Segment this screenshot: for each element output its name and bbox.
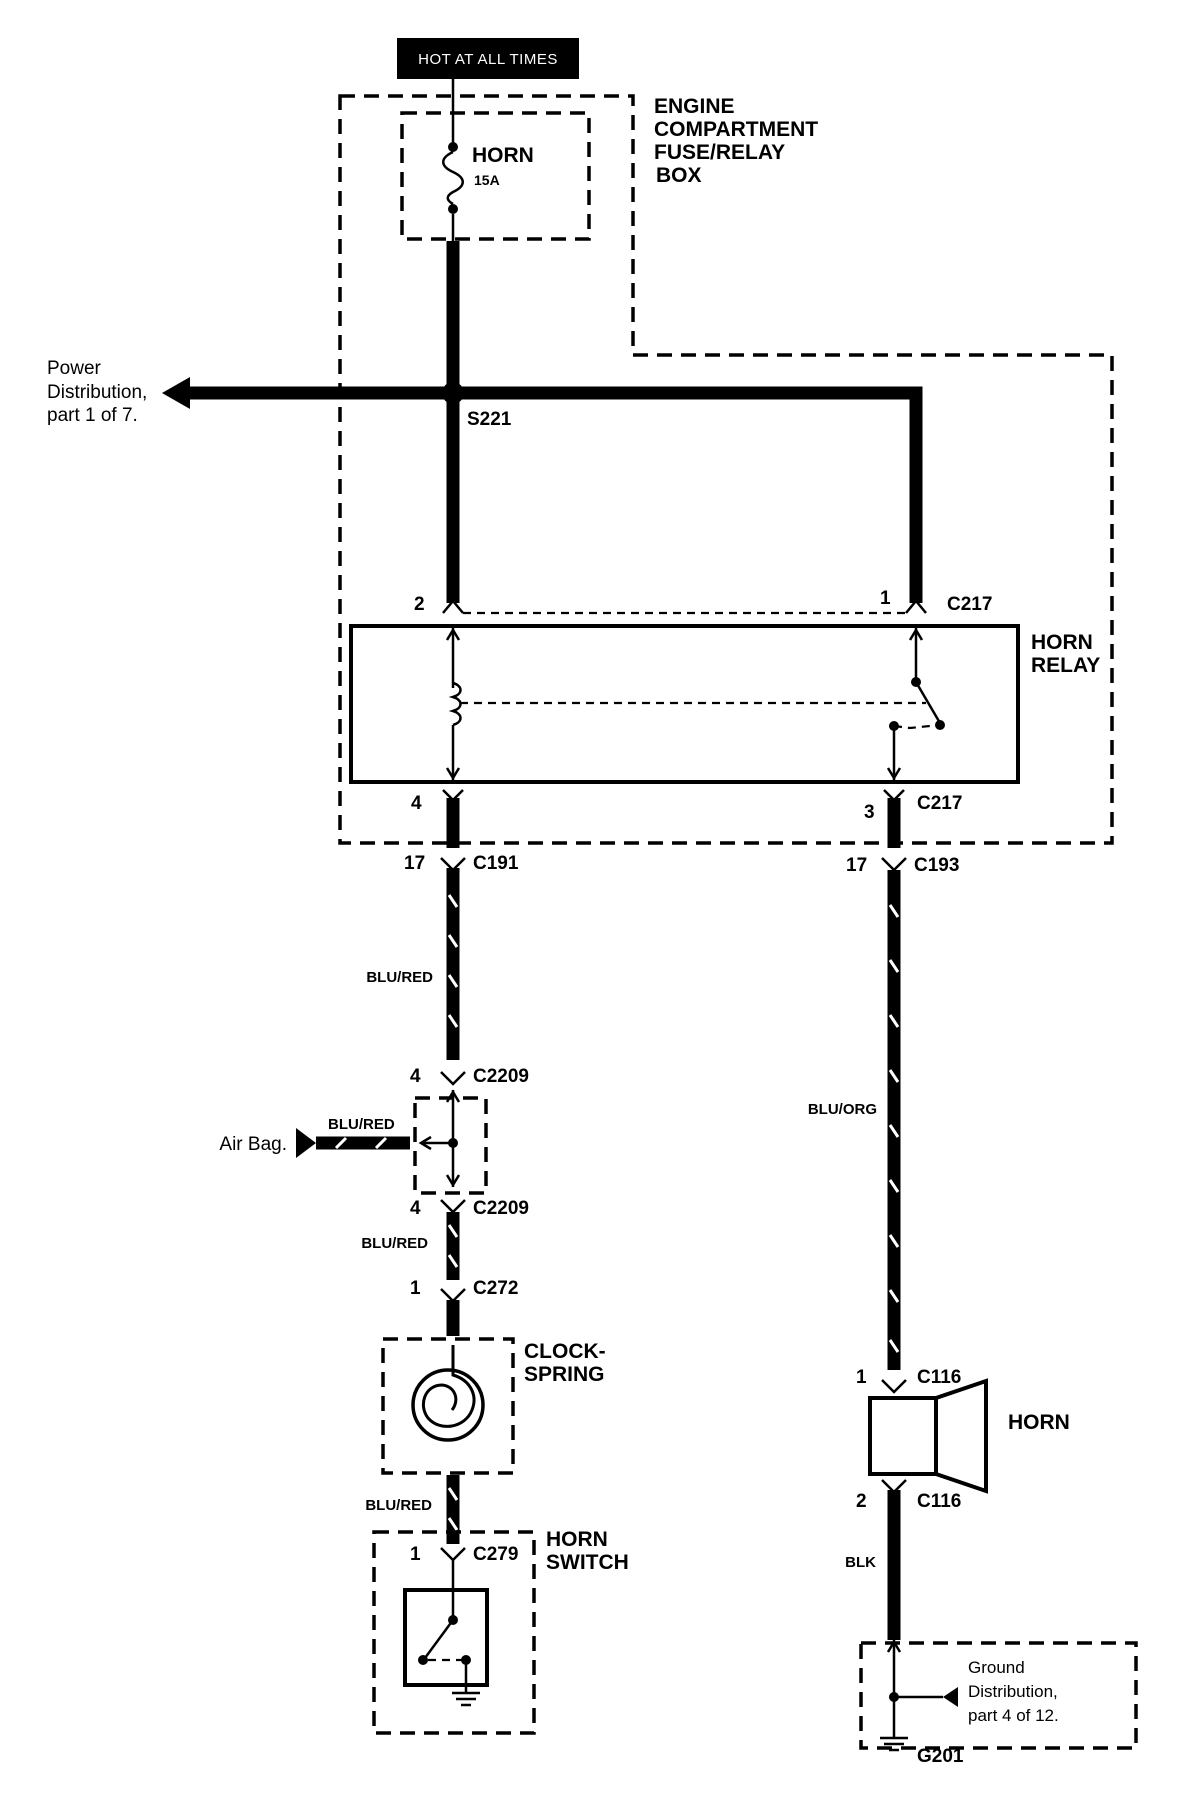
c2209-bottom-pin-label: 4 [410, 1198, 421, 1219]
blu-red-wire-3-label: BLU/RED [365, 1497, 432, 1514]
relay-pin2-label: 2 [414, 594, 425, 615]
c272-pin-label: 1 [410, 1278, 421, 1299]
horn-switch-body [403, 1588, 489, 1687]
horn-switch-ground-icon [452, 1691, 480, 1707]
horn-fuse-name: HORN [472, 144, 534, 167]
c116-top-label: C116 [917, 1367, 961, 1388]
horn-relay-title-line1: HORN [1031, 631, 1093, 654]
c272-label: C272 [473, 1278, 518, 1299]
power-distribution-line3: part 1 of 7. [47, 405, 138, 426]
blu-red-wire-1-label: BLU/RED [366, 969, 433, 986]
clockspring-label-line2: SPRING [524, 1363, 605, 1386]
power-distribution-line2: Distribution, [47, 382, 147, 403]
c116-top-connector [881, 1379, 907, 1394]
blu-red-wire-1-stripes [447, 894, 459, 1028]
fuse-terminal-bottom [448, 204, 458, 214]
horn-switch-contact [423, 1619, 455, 1659]
airbag-arrow [296, 1128, 316, 1158]
hot-at-all-times-box [397, 38, 579, 79]
c116-top-pin-label: 1 [856, 1367, 867, 1388]
c217-bottom-label: C217 [917, 793, 962, 814]
c2209-bottom-connector [440, 1199, 466, 1214]
ground-distribution-line2: Distribution, [968, 1682, 1058, 1701]
airbag-wire-color-label: BLU/RED [328, 1116, 395, 1133]
blk-wire-label: BLK [845, 1554, 876, 1571]
power-distribution-arrow [162, 377, 190, 409]
c193-label: C193 [914, 855, 959, 876]
c279-connector [440, 1547, 466, 1562]
c272-connector [440, 1288, 466, 1303]
c2209-top-pin-label: 4 [410, 1066, 421, 1087]
power-distribution-line1: Power [47, 358, 102, 379]
airbag-label: Air Bag. [219, 1134, 287, 1155]
horn-fuse-symbol [442, 150, 464, 206]
ground-distribution-line3: part 4 of 12. [968, 1706, 1059, 1725]
c217-top-label: C217 [947, 594, 992, 615]
horn-fuse-rating: 15A [474, 172, 500, 188]
c116-bottom-pin-label: 2 [856, 1491, 867, 1512]
c279-pin-label: 1 [410, 1544, 421, 1565]
splice-s221-label: S221 [467, 409, 512, 430]
c193-pin-label: 17 [846, 855, 867, 876]
horn-label: HORN [1008, 1411, 1070, 1434]
fuse-relay-box-outline [338, 94, 1114, 845]
fuse-box-title-line4: BOX [656, 164, 702, 187]
horn-relay-title-line2: RELAY [1031, 654, 1100, 677]
ground-distribution-box [859, 1641, 1138, 1750]
relay-pin3-label: 3 [864, 802, 875, 823]
splice-s221-dot [442, 382, 464, 404]
c116-bottom-label: C116 [917, 1491, 961, 1512]
g201-label: G201 [917, 1746, 964, 1767]
ground-distribution-line1: Ground [968, 1658, 1025, 1677]
horn-switch-label-line2: SWITCH [546, 1551, 629, 1574]
airbag-branch-wire-stripes [334, 1136, 388, 1150]
hot-at-all-times-label: HOT AT ALL TIMES [418, 51, 558, 68]
relay-pin1-label: 1 [880, 588, 891, 609]
c2209-bottom-label: C2209 [473, 1198, 529, 1219]
blu-red-wire-3-stripes [447, 1487, 459, 1531]
ground-distribution-arrow [943, 1687, 958, 1707]
c193-connector [881, 857, 907, 872]
clockspring-label-line1: CLOCK- [524, 1340, 606, 1363]
relay-pin1-connector [905, 599, 927, 614]
c279-label: C279 [473, 1544, 518, 1565]
c2209-top-label: C2209 [473, 1066, 529, 1087]
c191-pin-label: 17 [404, 853, 425, 874]
clockspring-icon [411, 1368, 485, 1442]
relay-pin2-connector [442, 599, 464, 614]
fuse-box-title-line1: ENGINE [654, 95, 735, 118]
blu-org-wire-stripes [888, 904, 900, 1353]
horn-switch-label-line1: HORN [546, 1528, 608, 1551]
horn-relay-body [349, 624, 1020, 784]
blu-red-wire-2-stripes [447, 1224, 459, 1268]
fuse-box-title-line2: COMPARTMENT [654, 118, 818, 141]
relay-pin4-label: 4 [411, 793, 422, 814]
fuse-box-title-line3: FUSE/RELAY [654, 141, 785, 164]
clockspring-box [381, 1337, 515, 1475]
c191-label: C191 [473, 853, 519, 874]
relay-coil-icon [448, 681, 462, 727]
horn-switch-box [372, 1530, 536, 1735]
splice-to-relay-pin1-wire [453, 386, 923, 603]
horn-icon [868, 1378, 988, 1494]
c2209-top-connector [440, 1071, 466, 1086]
g201-ground-icon [880, 1736, 908, 1752]
blu-org-wire-label: BLU/ORG [808, 1101, 877, 1118]
blu-red-wire-2-label: BLU/RED [361, 1235, 428, 1252]
horn-fuse-box [400, 111, 591, 241]
relay-switch-contact [914, 681, 942, 724]
fuse-terminal-top [448, 142, 458, 152]
